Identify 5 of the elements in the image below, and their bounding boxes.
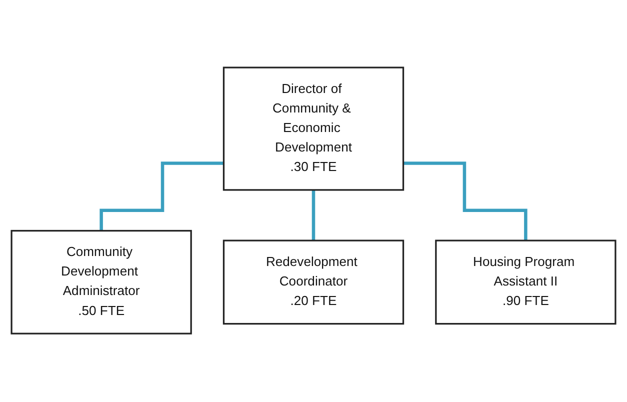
node-box: Director of Community & Economic Development .30 FTE xyxy=(222,67,404,192)
node-box: Housing Program Assistant II .90 FTE xyxy=(435,240,616,326)
node-box: Redevelopment Coordinator .20 FTE xyxy=(222,240,404,326)
connector xyxy=(100,162,224,233)
node-box: Community Development Administrator .50 FTE xyxy=(10,230,192,335)
